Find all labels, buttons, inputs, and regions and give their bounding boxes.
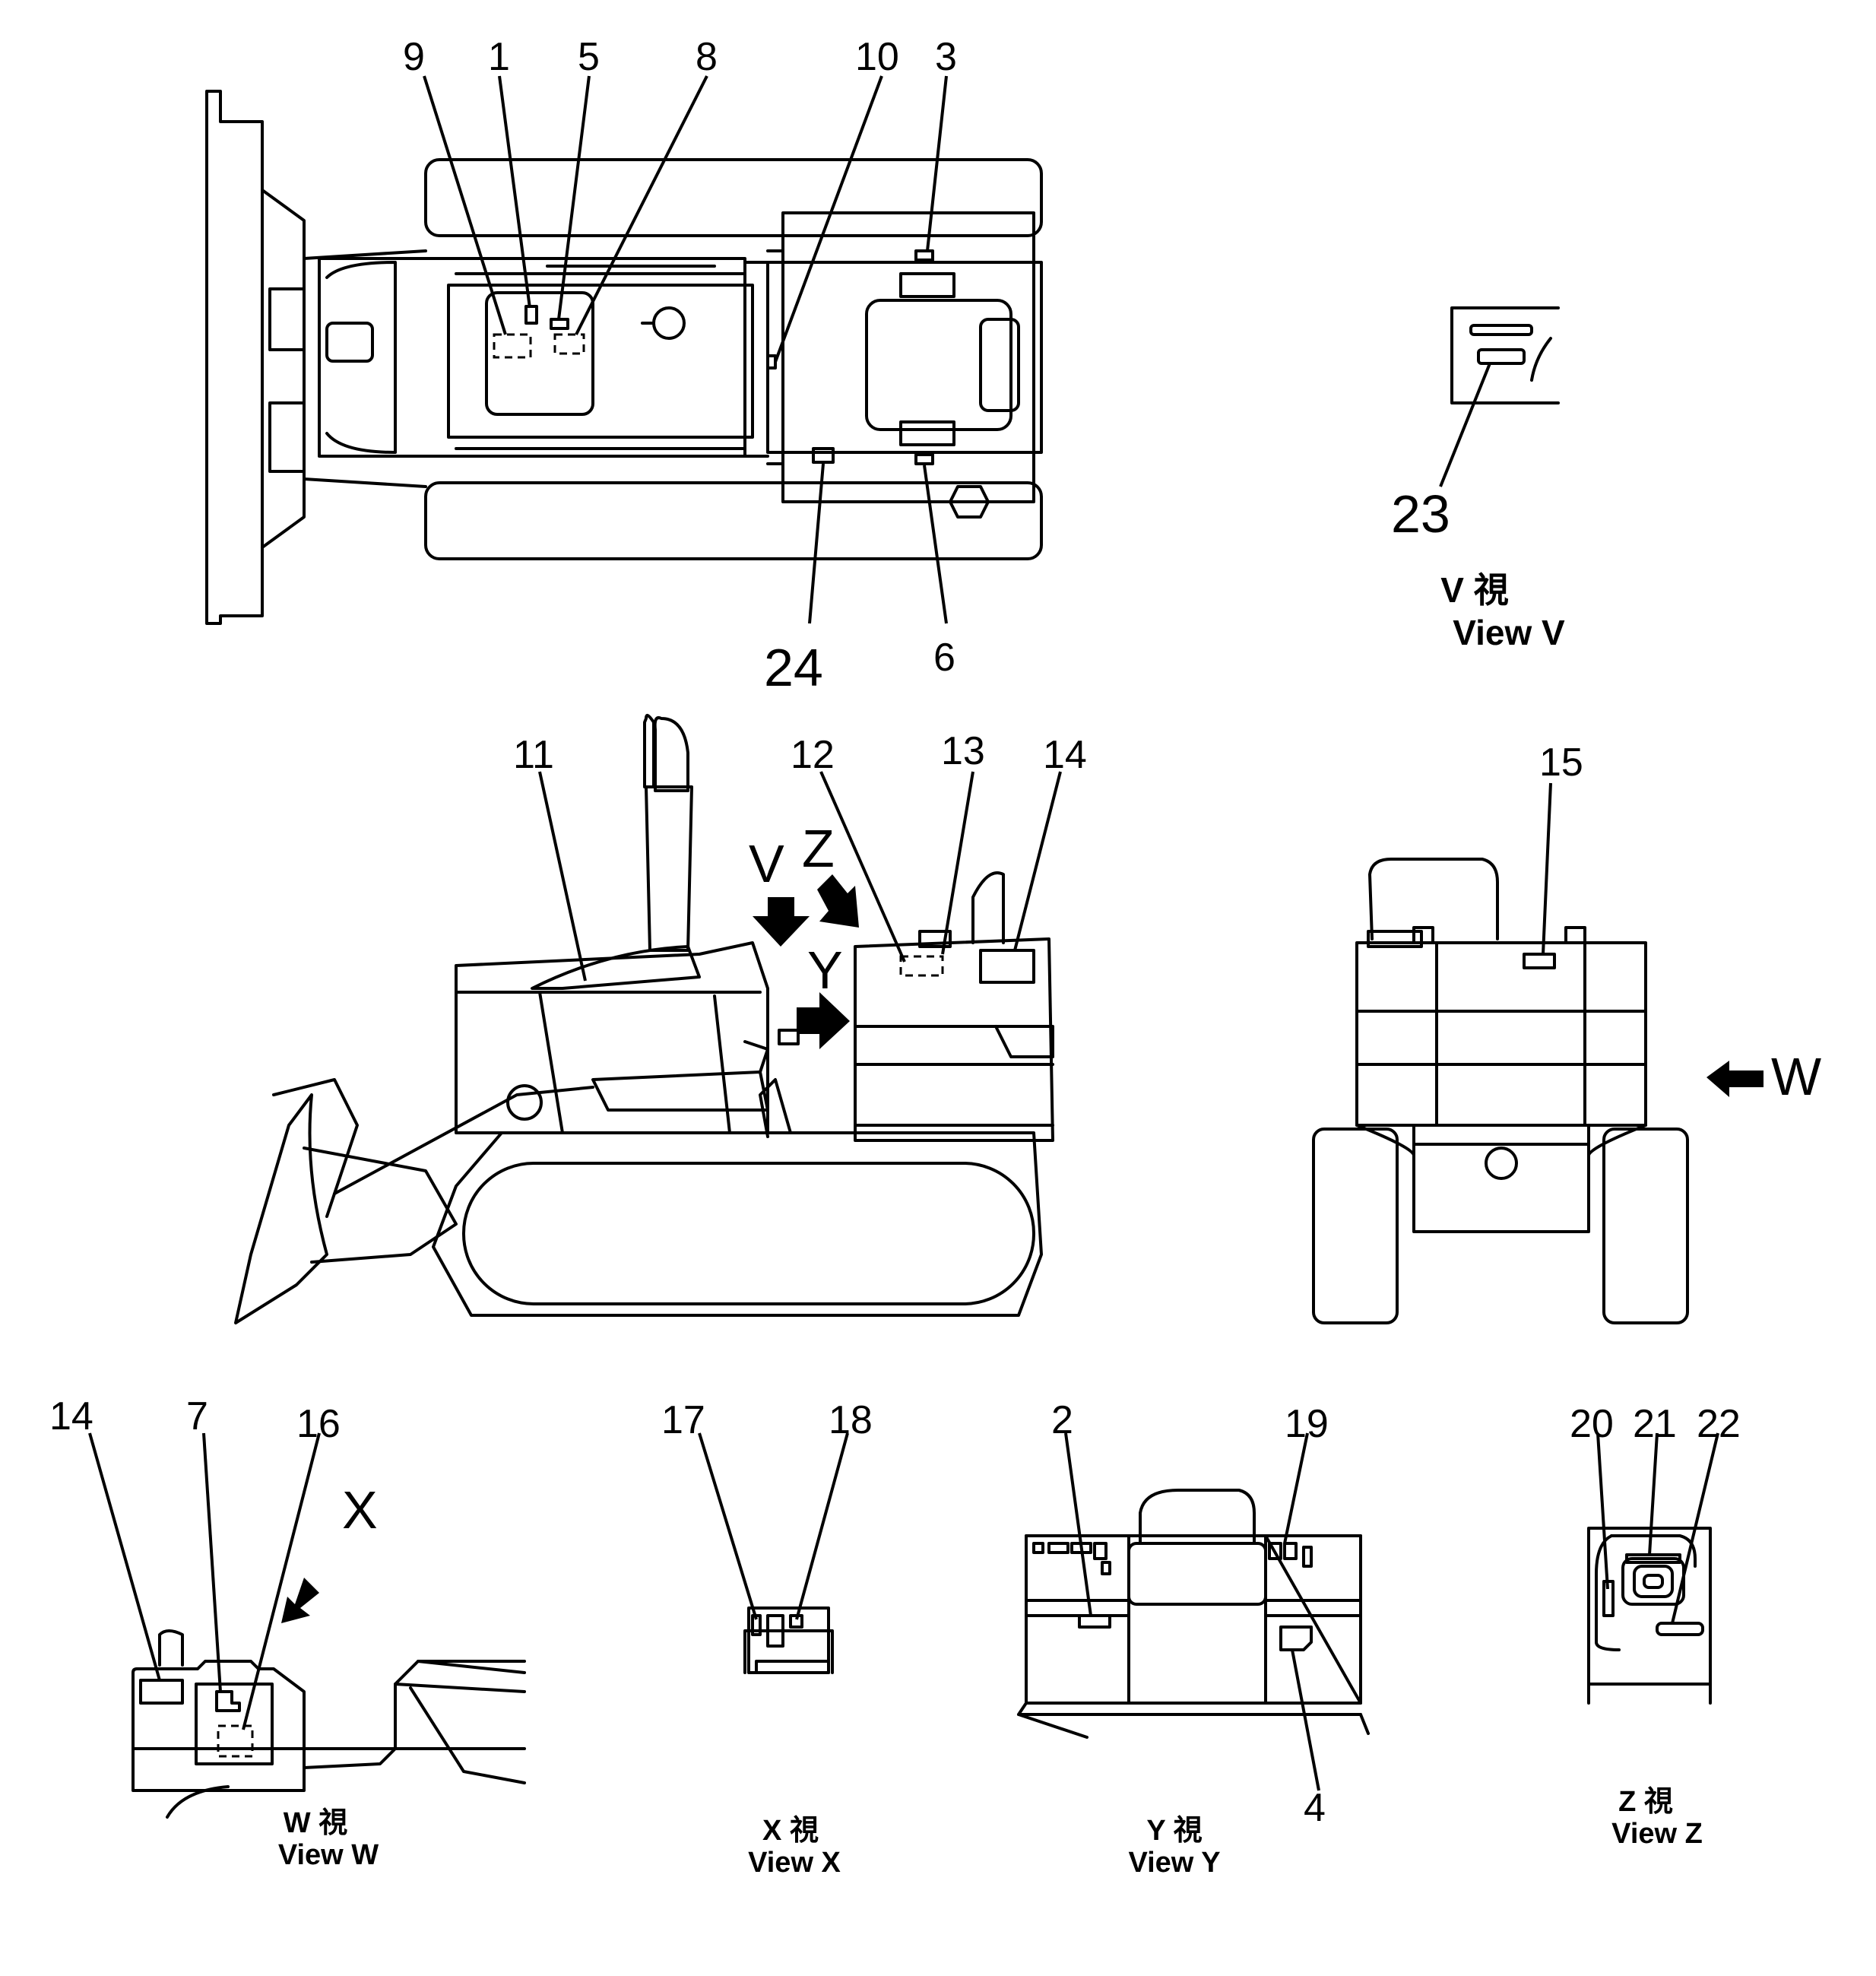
caption-view-v-en: View V: [1453, 613, 1565, 652]
callout-numbers: 9 1 5 8 10 3 24 6 23 11 12 13 14 15 14 7…: [49, 35, 1741, 1830]
callout-20: 20: [1570, 1402, 1614, 1446]
callout-7: 7: [186, 1394, 208, 1438]
callout-5: 5: [578, 35, 600, 79]
view-z-inset: [1587, 1432, 1719, 1705]
callout-23: 23: [1391, 484, 1450, 544]
callout-13: 13: [941, 729, 985, 773]
caption-view-z-jp: Z 視: [1618, 1786, 1673, 1818]
callout-10: 10: [855, 35, 899, 79]
callout-8: 8: [696, 35, 718, 79]
side-view-arrows: [753, 874, 859, 1049]
arrow-x: [281, 1578, 319, 1623]
arrow-z: [817, 874, 859, 928]
callout-24: 24: [764, 638, 823, 697]
top-view-machine: [205, 90, 1043, 625]
callout-18: 18: [829, 1398, 873, 1442]
callout-15: 15: [1539, 741, 1583, 785]
arrow-label-z: Z: [802, 819, 835, 878]
view-w-inset: [88, 1432, 526, 1819]
callout-6: 6: [933, 636, 955, 680]
view-v-inset: [1439, 306, 1560, 487]
callout-3: 3: [935, 35, 957, 79]
view-arrow-letters: V Z Y W X: [342, 819, 1821, 1540]
caption-view-x-en: View X: [748, 1847, 841, 1879]
callout-14-view-w: 14: [49, 1394, 93, 1438]
caption-view-w-en: View W: [278, 1839, 379, 1871]
view-captions: V 視 View V W 視 View W X 視 View X Y 視 Vie…: [278, 570, 1703, 1879]
callout-11: 11: [513, 733, 554, 777]
arrow-label-w: W: [1771, 1047, 1821, 1106]
caption-view-v-jp: V 視: [1440, 570, 1508, 610]
arrow-label-v: V: [749, 834, 784, 893]
caption-view-z-en: View Z: [1611, 1818, 1703, 1850]
arrow-label-x: X: [342, 1480, 378, 1540]
rear-view-machine: [1312, 782, 1764, 1324]
arrow-y: [797, 992, 850, 1049]
callout-9: 9: [403, 35, 425, 79]
caption-view-y-jp: Y 視: [1146, 1815, 1202, 1847]
callout-2: 2: [1051, 1398, 1073, 1442]
side-view-machine: [234, 714, 1054, 1324]
callout-12: 12: [791, 733, 835, 777]
callout-16: 16: [296, 1402, 341, 1446]
side-view-leaders: [538, 771, 1062, 982]
callout-1: 1: [488, 35, 510, 79]
arrow-label-y: Y: [807, 940, 843, 1000]
callout-14: 14: [1043, 733, 1087, 777]
caption-view-x-jp: X 視: [762, 1815, 819, 1847]
callout-19: 19: [1285, 1402, 1329, 1446]
callout-17: 17: [661, 1398, 705, 1442]
arrow-v: [753, 897, 810, 947]
top-view-leaders: [423, 75, 948, 624]
view-y-inset: [1017, 1432, 1370, 1791]
caption-view-y-en: View Y: [1128, 1847, 1220, 1879]
callout-22: 22: [1697, 1402, 1741, 1446]
view-x-inset: [698, 1432, 849, 1674]
callout-21: 21: [1633, 1402, 1677, 1446]
arrow-w: [1706, 1061, 1764, 1097]
callout-4: 4: [1304, 1786, 1326, 1830]
caption-view-w-jp: W 視: [284, 1807, 347, 1839]
